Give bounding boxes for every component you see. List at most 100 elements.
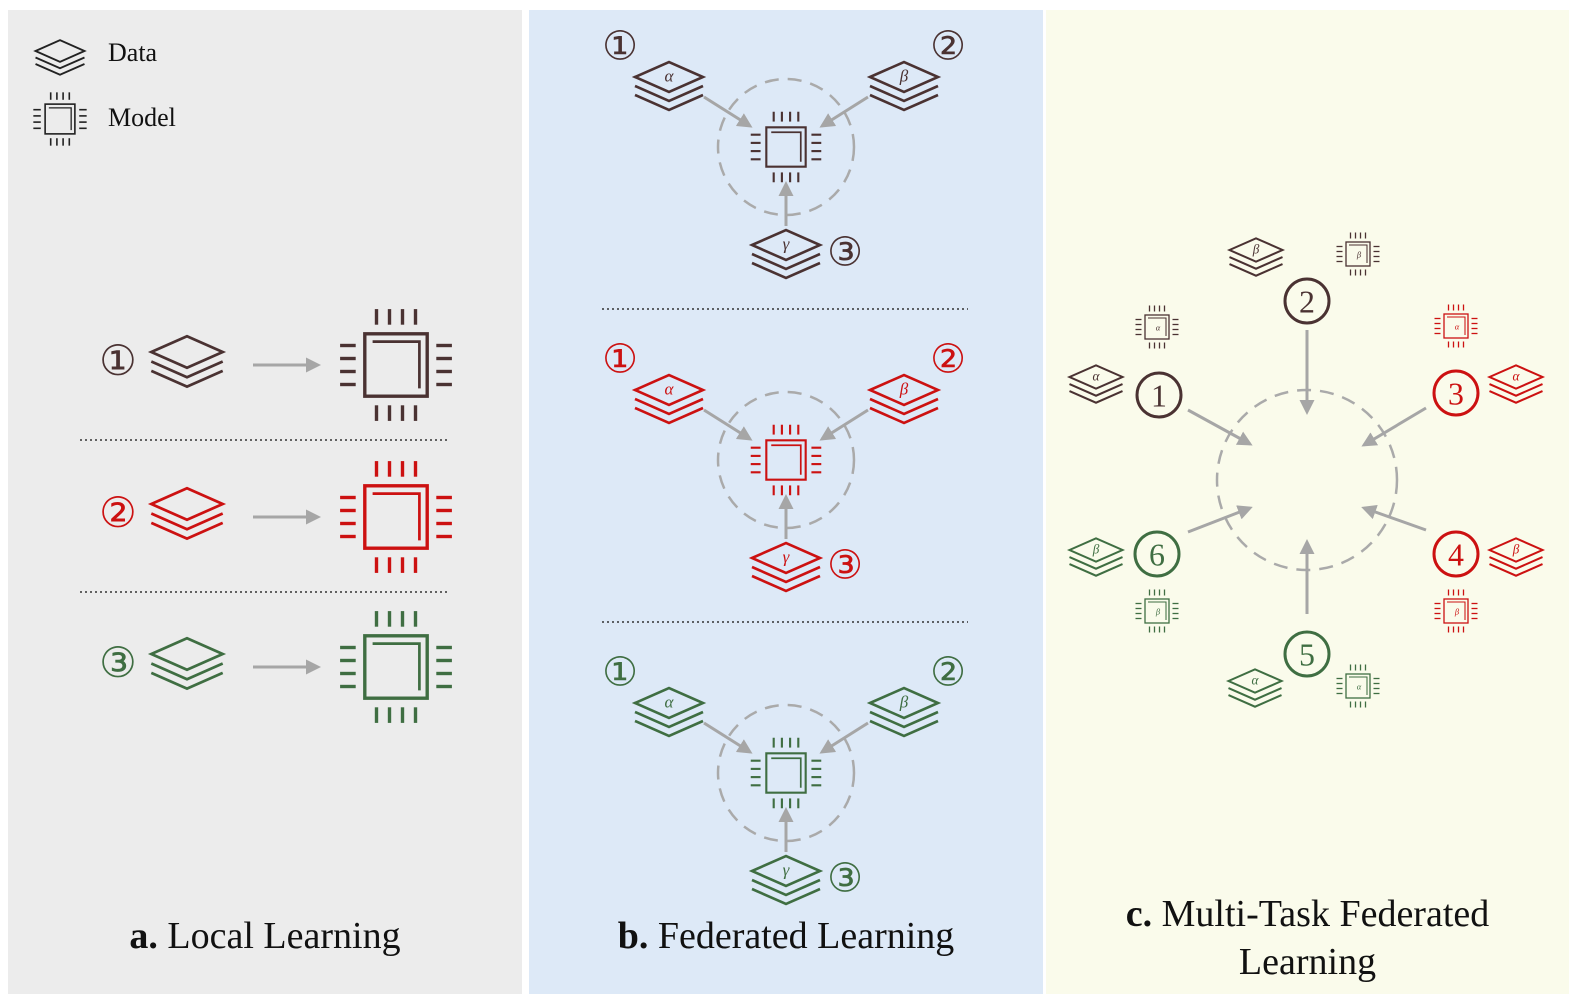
arrow-c-4 — [1361, 504, 1427, 532]
model-icon-c-3: α — [1434, 304, 1478, 348]
data-icon-b1-3: γ — [748, 228, 824, 280]
data-icon-c-3: α — [1486, 364, 1546, 404]
client-marker-b2-1: ① — [602, 337, 638, 382]
data-icon-b1-2: β — [866, 60, 942, 112]
data-icon-b2-2: β — [866, 373, 942, 425]
data-icon-c-4: β — [1486, 537, 1546, 577]
data-icon-c-5: α — [1225, 668, 1285, 708]
greek-label: β — [1092, 542, 1100, 557]
legend-data-icon — [33, 39, 87, 76]
greek-label: β — [1356, 250, 1362, 260]
client-marker-c-6: 6 — [1133, 530, 1181, 578]
client-marker-b3-1: ① — [602, 650, 638, 695]
caption-multitask-federated-learning: c. Multi-Task Federated Learning — [1046, 890, 1569, 986]
data-icon-b3-2: β — [866, 686, 942, 738]
greek-label: β — [899, 693, 909, 712]
client-marker-c-3: 3 — [1432, 369, 1480, 417]
model-icon-a-2 — [340, 461, 452, 573]
client-marker-b3-2: ② — [930, 650, 966, 695]
model-icon-a-3 — [340, 611, 452, 723]
greek-label: α — [665, 693, 675, 712]
client-marker-c-1: 1 — [1135, 371, 1183, 419]
arrow-c-3 — [1361, 406, 1427, 447]
client-marker-b1-3: ③ — [827, 230, 863, 275]
model-icon-c-1: α — [1135, 305, 1179, 349]
legend-model-icon — [33, 92, 87, 146]
model-icon-a-1 — [340, 309, 452, 421]
arrow-b3-1 — [703, 721, 753, 754]
data-icon-a-2 — [147, 486, 227, 541]
client-marker-b3-3: ③ — [827, 856, 863, 901]
greek-label: α — [665, 67, 675, 86]
model-icon-b3 — [750, 737, 822, 809]
client-marker-c-2: 2 — [1283, 277, 1331, 325]
caption-title-b: Federated Learning — [657, 915, 955, 957]
client-marker-b2-2: ② — [930, 337, 966, 382]
greek-label: γ — [783, 235, 791, 254]
arrow-b2-1 — [703, 408, 753, 441]
data-icon-c-2: β — [1226, 237, 1286, 277]
greek-label: α — [665, 380, 675, 399]
arrow-c-1 — [1187, 408, 1253, 446]
client-number: 6 — [1149, 538, 1165, 573]
client-number: 1 — [1151, 379, 1167, 414]
greek-label: β — [1512, 542, 1520, 557]
data-icon-c-6: β — [1066, 537, 1126, 577]
client-marker-a-2: ② — [99, 491, 137, 537]
legend-data-label: Data — [108, 38, 158, 67]
model-icon-b1 — [750, 111, 822, 183]
greek-label: α — [1252, 673, 1260, 688]
panel-local-learning — [8, 10, 522, 994]
greek-label: α — [1357, 682, 1362, 692]
data-icon-b2-3: γ — [748, 541, 824, 593]
client-marker-a-3: ③ — [99, 641, 137, 687]
model-icon-b2 — [750, 424, 822, 496]
aggregation-circle-b3 — [716, 703, 856, 843]
client-number: 3 — [1448, 377, 1464, 412]
client-marker-c-5: 5 — [1283, 630, 1331, 678]
greek-label: γ — [783, 548, 791, 567]
greek-label: β — [1155, 607, 1161, 617]
model-icon-c-5: α — [1336, 664, 1380, 708]
legend-model-label: Model — [108, 103, 176, 132]
aggregation-circle-b2 — [716, 390, 856, 530]
greek-label: α — [1156, 323, 1161, 333]
client-number: 4 — [1448, 538, 1464, 573]
data-icon-a-3 — [147, 636, 227, 691]
caption-local-learning: a. Local Learning — [8, 912, 522, 960]
client-marker-b1-2: ② — [930, 24, 966, 69]
client-marker-c-4: 4 — [1432, 530, 1480, 578]
aggregation-circle-b1 — [716, 77, 856, 217]
panel-multitask-federated-learning — [1046, 10, 1569, 994]
caption-prefix-c: c. — [1125, 893, 1153, 935]
data-icon-b2-1: α — [631, 373, 707, 425]
data-icon-a-1 — [147, 334, 227, 389]
greek-label: α — [1093, 369, 1101, 384]
greek-label: β — [1454, 607, 1460, 617]
data-icon-b3-1: α — [631, 686, 707, 738]
arrow-b2-2 — [819, 408, 869, 441]
client-number: 2 — [1299, 285, 1315, 320]
caption-prefix-a: a. — [129, 915, 158, 957]
arrow-b1-2 — [819, 95, 869, 128]
greek-label: α — [1455, 322, 1460, 332]
arrow-b3-2 — [819, 721, 869, 754]
arrow-c-6 — [1187, 505, 1253, 534]
greek-label: γ — [783, 861, 791, 880]
model-icon-c-2: β — [1336, 232, 1380, 276]
greek-label: β — [899, 67, 909, 86]
caption-prefix-b: b. — [617, 915, 649, 957]
client-number: 5 — [1299, 638, 1315, 673]
data-icon-c-1: α — [1066, 364, 1126, 404]
model-icon-c-4: β — [1434, 589, 1478, 633]
data-icon-b3-3: γ — [748, 854, 824, 906]
client-marker-a-1: ① — [99, 339, 137, 385]
greek-label: β — [899, 380, 909, 399]
greek-label: α — [1513, 369, 1521, 384]
caption-federated-learning: b. Federated Learning — [529, 912, 1043, 960]
data-icon-b1-1: α — [631, 60, 707, 112]
client-marker-b1-1: ① — [602, 24, 638, 69]
client-marker-b2-3: ③ — [827, 543, 863, 588]
model-icon-c-6: β — [1135, 589, 1179, 633]
